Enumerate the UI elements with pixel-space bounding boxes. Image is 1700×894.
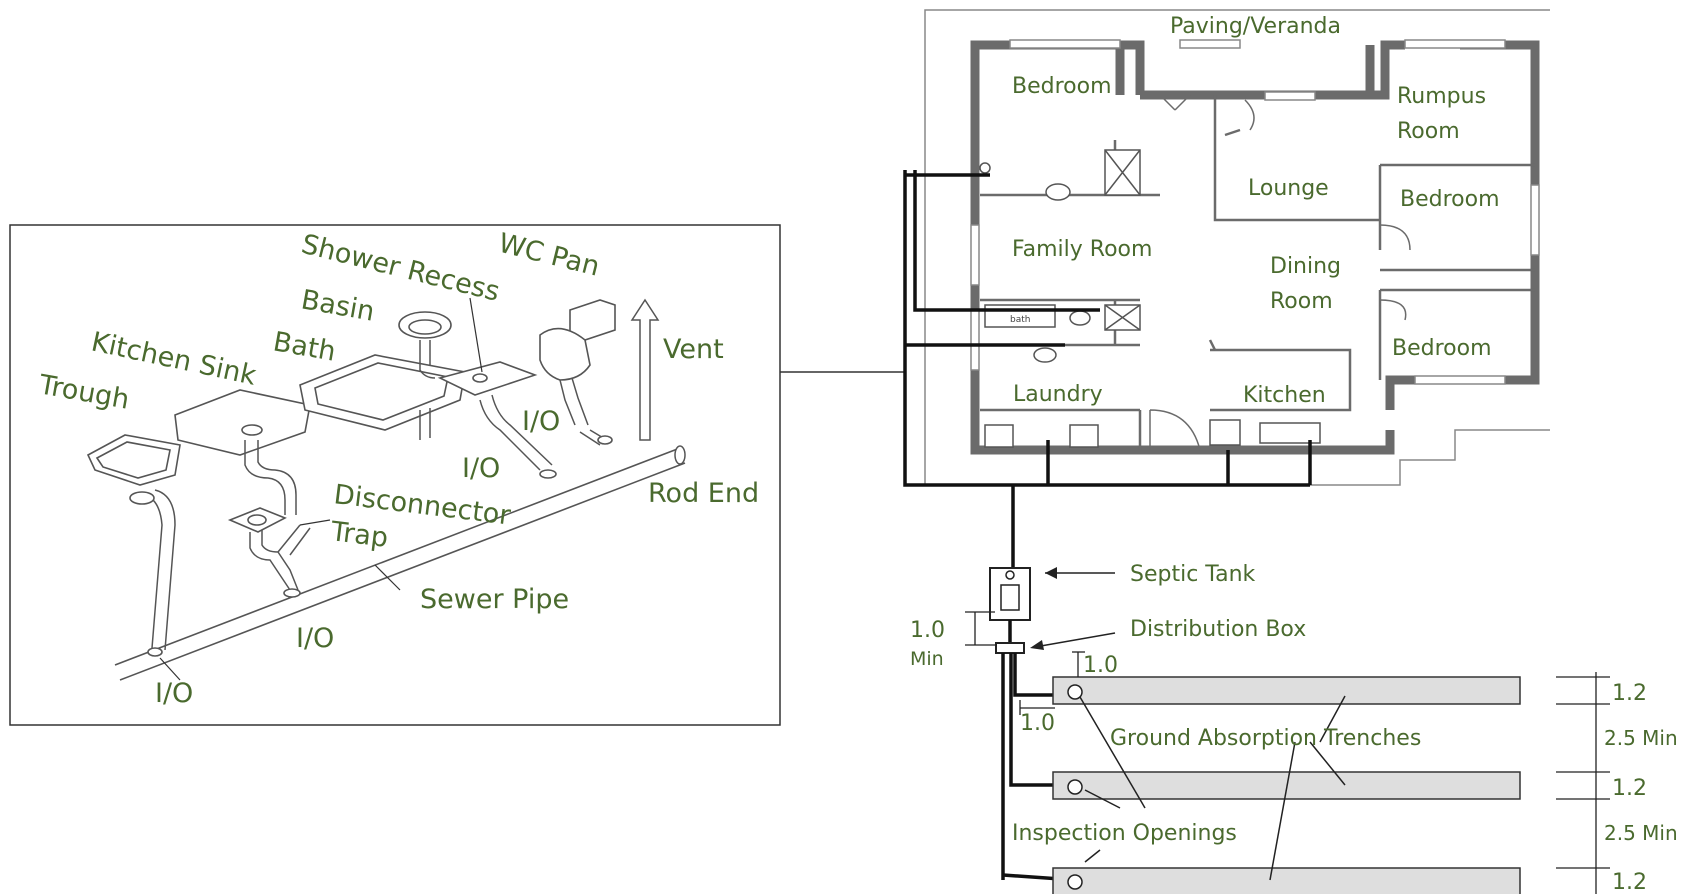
shower-recess-fixture [437,361,538,396]
label-rod-end: Rod End [648,478,759,509]
label-io-1: I/O [522,406,560,437]
basin-fixture [398,311,452,379]
room-lounge: Lounge [1248,176,1329,201]
label-io-3: I/O [296,623,334,654]
distribution-box [995,620,1025,654]
floor-plan-walls [970,40,1540,455]
wc-pan-fixture [539,299,616,426]
dim-trench-stack [1556,672,1610,894]
drain-pipes [903,170,1312,570]
dim-spacing-2: 2.5 Min [1604,821,1678,845]
disconnector-trap [227,507,311,598]
label-ground-absorption-trenches: Ground Absorption Trenches [1110,726,1421,751]
dim-1-0-b: 1.0 [1020,711,1055,736]
room-family-room: Family Room [1012,237,1152,262]
dim-tank-to-box [965,611,995,646]
room-laundry: Laundry [1013,382,1103,407]
dim-box-to-trench-horizontal [1019,700,1055,715]
label-vent: Vent [663,334,724,365]
dim-trench-width-2: 1.2 [1612,776,1647,801]
dim-min-value: 1.0 [910,618,945,643]
dim-trench-width-1: 1.2 [1612,681,1647,706]
doors [1149,94,1411,451]
room-rumpus-line1: Rumpus [1397,84,1486,109]
dim-trench-width-3: 1.2 [1612,870,1647,894]
inspection-opening-1 [1067,684,1083,700]
label-septic-tank: Septic Tank [1130,562,1256,587]
room-rumpus-line2: Room [1397,119,1460,144]
label-inspection-openings: Inspection Openings [1012,821,1237,846]
septic-leaders [1079,695,1346,881]
room-bedroom-e1: Bedroom [1400,187,1500,212]
trench-3 [1052,867,1521,894]
septic-tank [989,567,1031,621]
room-dining-line1: Dining [1270,254,1341,279]
kitchen-sink-fixture [174,389,311,515]
vent-stack [630,298,660,441]
inspection-opening-2 [1067,779,1083,795]
trench-1 [1052,676,1521,705]
label-distribution-box: Distribution Box [1130,617,1306,642]
inset-leaders [159,297,483,681]
sewer-pipe [114,445,686,681]
dim-box-to-trench-vertical [1072,651,1085,677]
room-bedroom-e2: Bedroom [1392,336,1492,361]
branch-pipes [147,394,613,657]
trough-fixture [86,434,181,651]
bath-tag: bath [1010,315,1030,325]
inspection-opening-3 [1067,874,1083,890]
dim-min-label: Min [910,648,944,670]
label-sewer-pipe: Sewer Pipe [420,584,569,615]
distribution-arrow [1030,632,1116,650]
site-boundary [924,9,1550,486]
room-dining-line2: Room [1270,289,1333,314]
label-io-4: I/O [155,678,193,709]
septic-arrow [1045,567,1115,579]
label-trap: Trap [328,516,390,554]
label-io-2: I/O [462,453,500,484]
room-kitchen: Kitchen [1243,383,1326,408]
dim-spacing-1: 2.5 Min [1604,726,1678,750]
dim-1-0-a: 1.0 [1083,653,1118,678]
room-paving-veranda: Paving/Veranda [1170,14,1341,39]
windows [970,39,1540,385]
room-bedroom-nw: Bedroom [1012,74,1112,99]
